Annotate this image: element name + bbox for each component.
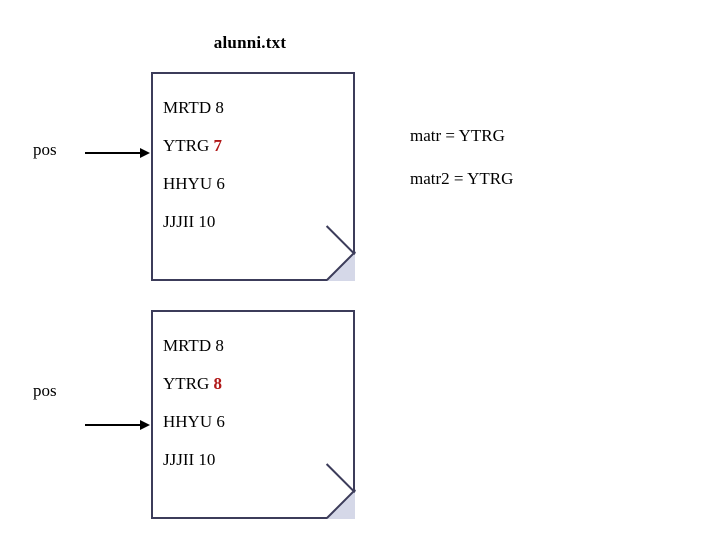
record-name: MRTD bbox=[163, 336, 212, 355]
variable-label-matr2: matr2 = YTRG bbox=[410, 169, 514, 188]
file-content-2: MRTD 8 YTRG 8 HHYU 6 JJJII 10 bbox=[163, 327, 343, 479]
record-name: HHYU bbox=[163, 174, 213, 193]
file-line: JJJII 10 bbox=[163, 441, 343, 479]
record-name: MRTD bbox=[163, 98, 212, 117]
record-value: 8 bbox=[215, 336, 224, 355]
arrow-shaft bbox=[85, 152, 141, 154]
record-value-highlighted: 7 bbox=[213, 136, 223, 155]
card-border-top bbox=[151, 310, 355, 312]
file-line: JJJII 10 bbox=[163, 203, 343, 241]
pointer-label-pos-1: pos bbox=[33, 140, 57, 159]
file-line: MRTD 8 bbox=[163, 89, 343, 127]
file-line: YTRG 8 bbox=[163, 365, 343, 403]
file-line: HHYU 6 bbox=[163, 165, 343, 203]
arrow-head-icon bbox=[140, 148, 150, 158]
record-value: 10 bbox=[198, 212, 216, 231]
file-content-1: MRTD 8 YTRG 7 HHYU 6 JJJII 10 bbox=[163, 89, 343, 241]
file-line: YTRG 7 bbox=[163, 127, 343, 165]
file-line: HHYU 6 bbox=[163, 403, 343, 441]
card-border-bottom bbox=[151, 517, 328, 519]
card-border-left bbox=[151, 310, 153, 519]
card-border-top bbox=[151, 72, 355, 74]
card-border-bottom bbox=[151, 279, 328, 281]
file-card-1: MRTD 8 YTRG 7 HHYU 6 JJJII 10 bbox=[151, 72, 356, 281]
arrow-shaft bbox=[85, 424, 141, 426]
record-value: 10 bbox=[198, 450, 216, 469]
pointer-label-pos-2: pos bbox=[33, 381, 57, 400]
card-border-right bbox=[353, 310, 355, 491]
record-name: YTRG bbox=[163, 136, 210, 155]
file-line: MRTD 8 bbox=[163, 327, 343, 365]
record-value: 6 bbox=[216, 174, 225, 193]
pointer-arrow-2 bbox=[85, 420, 150, 430]
page-title: alunni.txt bbox=[213, 33, 287, 52]
variable-label-matr: matr = YTRG bbox=[410, 126, 505, 145]
card-border-left bbox=[151, 72, 153, 281]
record-value: 6 bbox=[216, 412, 225, 431]
record-value-highlighted: 8 bbox=[213, 374, 223, 393]
file-card-2: MRTD 8 YTRG 8 HHYU 6 JJJII 10 bbox=[151, 310, 356, 519]
record-value: 8 bbox=[215, 98, 224, 117]
arrow-head-icon bbox=[140, 420, 150, 430]
record-name: YTRG bbox=[163, 374, 210, 393]
record-name: HHYU bbox=[163, 412, 213, 431]
pointer-arrow-1 bbox=[85, 148, 150, 158]
card-border-right bbox=[353, 72, 355, 253]
record-name: JJJII bbox=[163, 212, 195, 231]
record-name: JJJII bbox=[163, 450, 195, 469]
